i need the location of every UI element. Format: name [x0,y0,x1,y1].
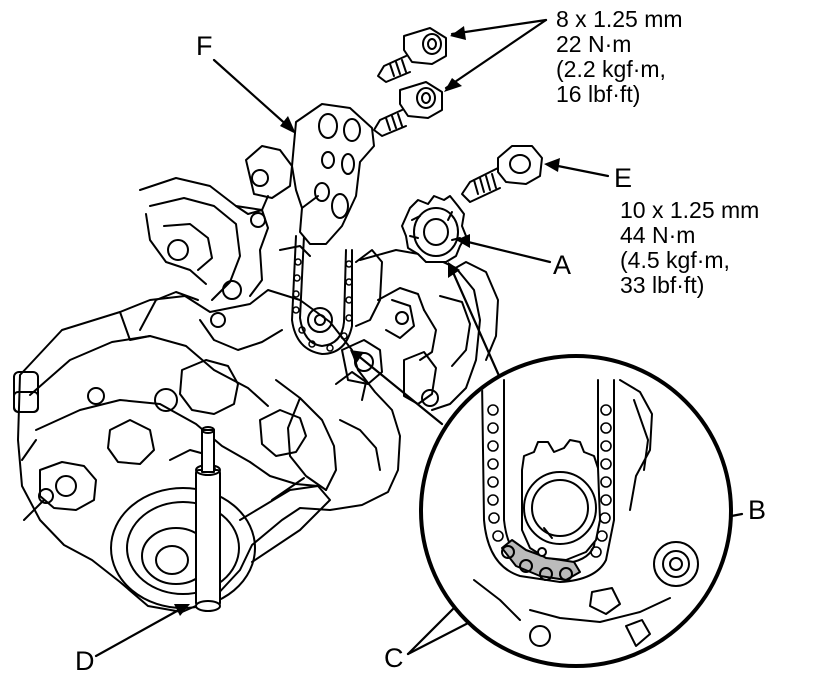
bracket-f [291,103,375,245]
label-a: A [553,250,572,280]
label-c: C [384,643,404,673]
timing-chain [291,235,437,401]
label-f: F [196,31,213,61]
spec-f-torque-nm: 22 N·m [556,31,632,57]
bolt-e [461,145,543,203]
bolts-f [373,27,447,137]
label-e: E [614,163,633,193]
sprocket-a [401,195,467,263]
label-d: D [75,646,95,676]
spec-f-block: 8 x 1.25 mm 22 N·m (2.2 kgf·m, 16 lbf·ft… [556,7,683,107]
label-b: B [748,495,767,525]
spec-e-block: 10 x 1.25 mm 44 N·m (4.5 kgf·m, 33 lbf·f… [620,198,759,298]
spec-f-size: 8 x 1.25 mm [556,6,683,32]
detail-view [419,354,733,668]
spec-f-torque-kgf: (2.2 kgf·m, [556,56,666,82]
engine-block [13,145,499,613]
spec-e-torque-nm: 44 N·m [620,222,696,248]
spec-f-torque-lbf: 16 lbf·ft) [556,81,641,107]
holder-tool [195,426,221,612]
spec-e-torque-kgf: (4.5 kgf·m, [620,247,730,273]
spec-e-torque-lbf: 33 lbf·ft) [620,272,705,298]
spec-e-size: 10 x 1.25 mm [620,197,760,223]
